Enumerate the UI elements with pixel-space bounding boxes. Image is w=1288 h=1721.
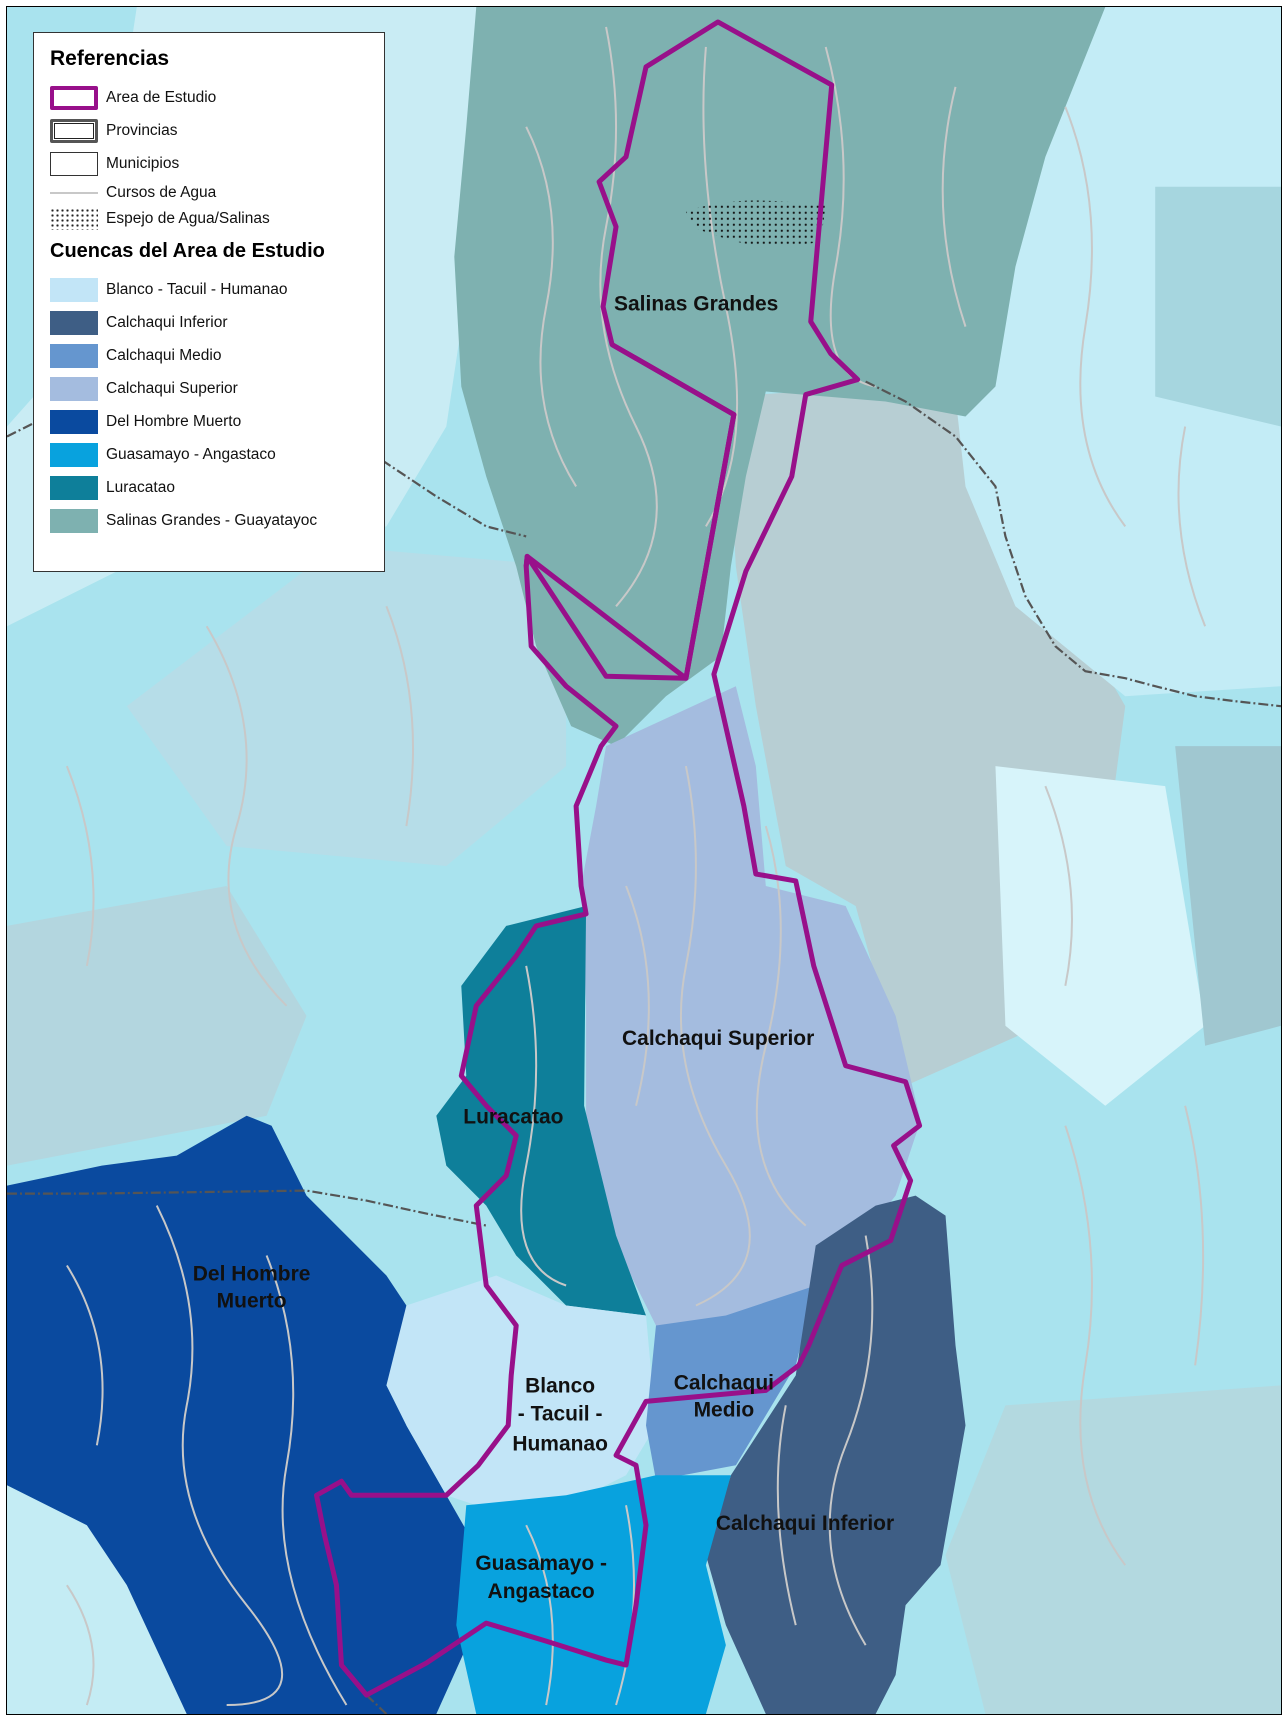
neighbor-region-east-light: [995, 766, 1206, 1106]
legend-item-water-salt: Espejo de Agua/Salinas: [50, 206, 384, 232]
legend-label: Calchaqui Medio: [106, 346, 222, 364]
municipality-swatch: [50, 151, 98, 176]
legend-label: Del Hombre Muerto: [106, 412, 242, 430]
basin-swatch: [50, 277, 98, 302]
label-blanco-line1: Blanco: [525, 1374, 595, 1397]
legend-label: Area de Estudio: [106, 88, 217, 106]
legend-basin-list: Blanco - Tacuil - Humanao Calchaqui Infe…: [50, 273, 384, 537]
legend-basins-title: Cuencas del Area de Estudio: [50, 240, 325, 262]
label-calchaqui-superior: Calchaqui Superior: [622, 1027, 814, 1050]
neighbor-region-sw: [7, 885, 307, 1166]
label-del-hombre-muerto-line1: Del Hombre: [193, 1263, 311, 1286]
label-blanco-line2: - Tacuil -: [518, 1402, 603, 1425]
legend-basin-item: Luracatao: [50, 471, 384, 504]
label-luracatao: Luracatao: [463, 1106, 563, 1129]
legend-label: Municipios: [106, 154, 180, 172]
neighbor-region-se: [945, 1385, 1281, 1714]
river-swatch: [50, 192, 98, 194]
legend-basin-item: Calchaqui Medio: [50, 339, 384, 372]
study-area-boundary[interactable]: [314, 19, 923, 1698]
legend-basin-item: Del Hombre Muerto: [50, 405, 384, 438]
study-area-inner-boundary: [523, 342, 737, 681]
label-guasamayo-line1: Guasamayo -: [475, 1552, 607, 1575]
neighbor-region-far-east: [1175, 746, 1281, 1046]
legend-item-study-area: Area de Estudio: [50, 81, 384, 114]
basin-swatch: [50, 508, 98, 533]
basin-luracatao[interactable]: [436, 905, 646, 1316]
legend-label: Salinas Grandes - Guayatayoc: [106, 511, 318, 529]
label-guasamayo-line2: Angastaco: [488, 1580, 595, 1603]
legend-basin-item: Calchaqui Superior: [50, 372, 384, 405]
study-area-swatch: [50, 85, 98, 110]
label-calchaqui-inferior: Calchaqui Inferior: [716, 1512, 894, 1535]
basin-calchaqui-medio[interactable]: [645, 1285, 816, 1481]
label-salinas-grandes: Salinas Grandes: [614, 293, 778, 316]
legend-basin-item: Salinas Grandes - Guayatayoc: [50, 504, 384, 537]
basin-blanco-tacuil-humanao[interactable]: [386, 1275, 656, 1506]
legend-basin-item: Guasamayo - Angastaco: [50, 438, 384, 471]
province-swatch: [50, 118, 98, 143]
legend-basin-item: Blanco - Tacuil - Humanao: [50, 273, 384, 306]
legend-label: Provincias: [106, 121, 178, 139]
basin-swatch: [50, 376, 98, 401]
basin-swatch: [50, 343, 98, 368]
basin-map[interactable]: Salinas Grandes Calchaqui Superior Lurac…: [7, 7, 1281, 1714]
legend-label: Calchaqui Superior: [106, 379, 238, 397]
basin-swatch: [50, 442, 98, 467]
basin-guasamayo-angastaco[interactable]: [456, 1475, 731, 1714]
legend-basin-item: Calchaqui Inferior: [50, 306, 384, 339]
legend-title: Referencias: [50, 47, 170, 70]
river-network: [65, 26, 1207, 1707]
basin-del-hombre-muerto[interactable]: [7, 1115, 487, 1714]
map-frame[interactable]: Salinas Grandes Calchaqui Superior Lurac…: [6, 6, 1282, 1715]
neighbor-region-west: [126, 546, 567, 866]
legend-label: Blanco - Tacuil - Humanao: [106, 280, 288, 298]
legend-label: Calchaqui Inferior: [106, 313, 228, 331]
salt-flat-swatch: [50, 208, 98, 230]
legend-label: Guasamayo - Angastaco: [106, 445, 276, 463]
salt-flat: [685, 200, 826, 247]
basin-swatch: [50, 310, 98, 335]
legend-item-provinces: Provincias: [50, 114, 384, 147]
legend-label: Cursos de Agua: [106, 184, 217, 201]
basin-calchaqui-superior[interactable]: [581, 686, 921, 1326]
basin-swatch: [50, 475, 98, 500]
legend-label: Espejo de Agua/Salinas: [106, 210, 270, 227]
legend-label: Luracatao: [106, 478, 175, 496]
basin-swatch: [50, 409, 98, 434]
label-calchaqui-medio-line2: Medio: [694, 1398, 755, 1421]
label-blanco-line3: Humanao: [512, 1432, 608, 1455]
map-legend: Referencias Area de Estudio Provincias M…: [33, 32, 385, 572]
label-calchaqui-medio-line1: Calchaqui: [674, 1371, 774, 1394]
basin-calchaqui-inferior[interactable]: [705, 1195, 966, 1714]
legend-item-rivers: Cursos de Agua: [50, 180, 384, 206]
label-del-hombre-muerto-line2: Muerto: [217, 1289, 287, 1312]
legend-item-municipalities: Municipios: [50, 147, 384, 180]
neighbor-region-far-ne: [1155, 186, 1281, 427]
